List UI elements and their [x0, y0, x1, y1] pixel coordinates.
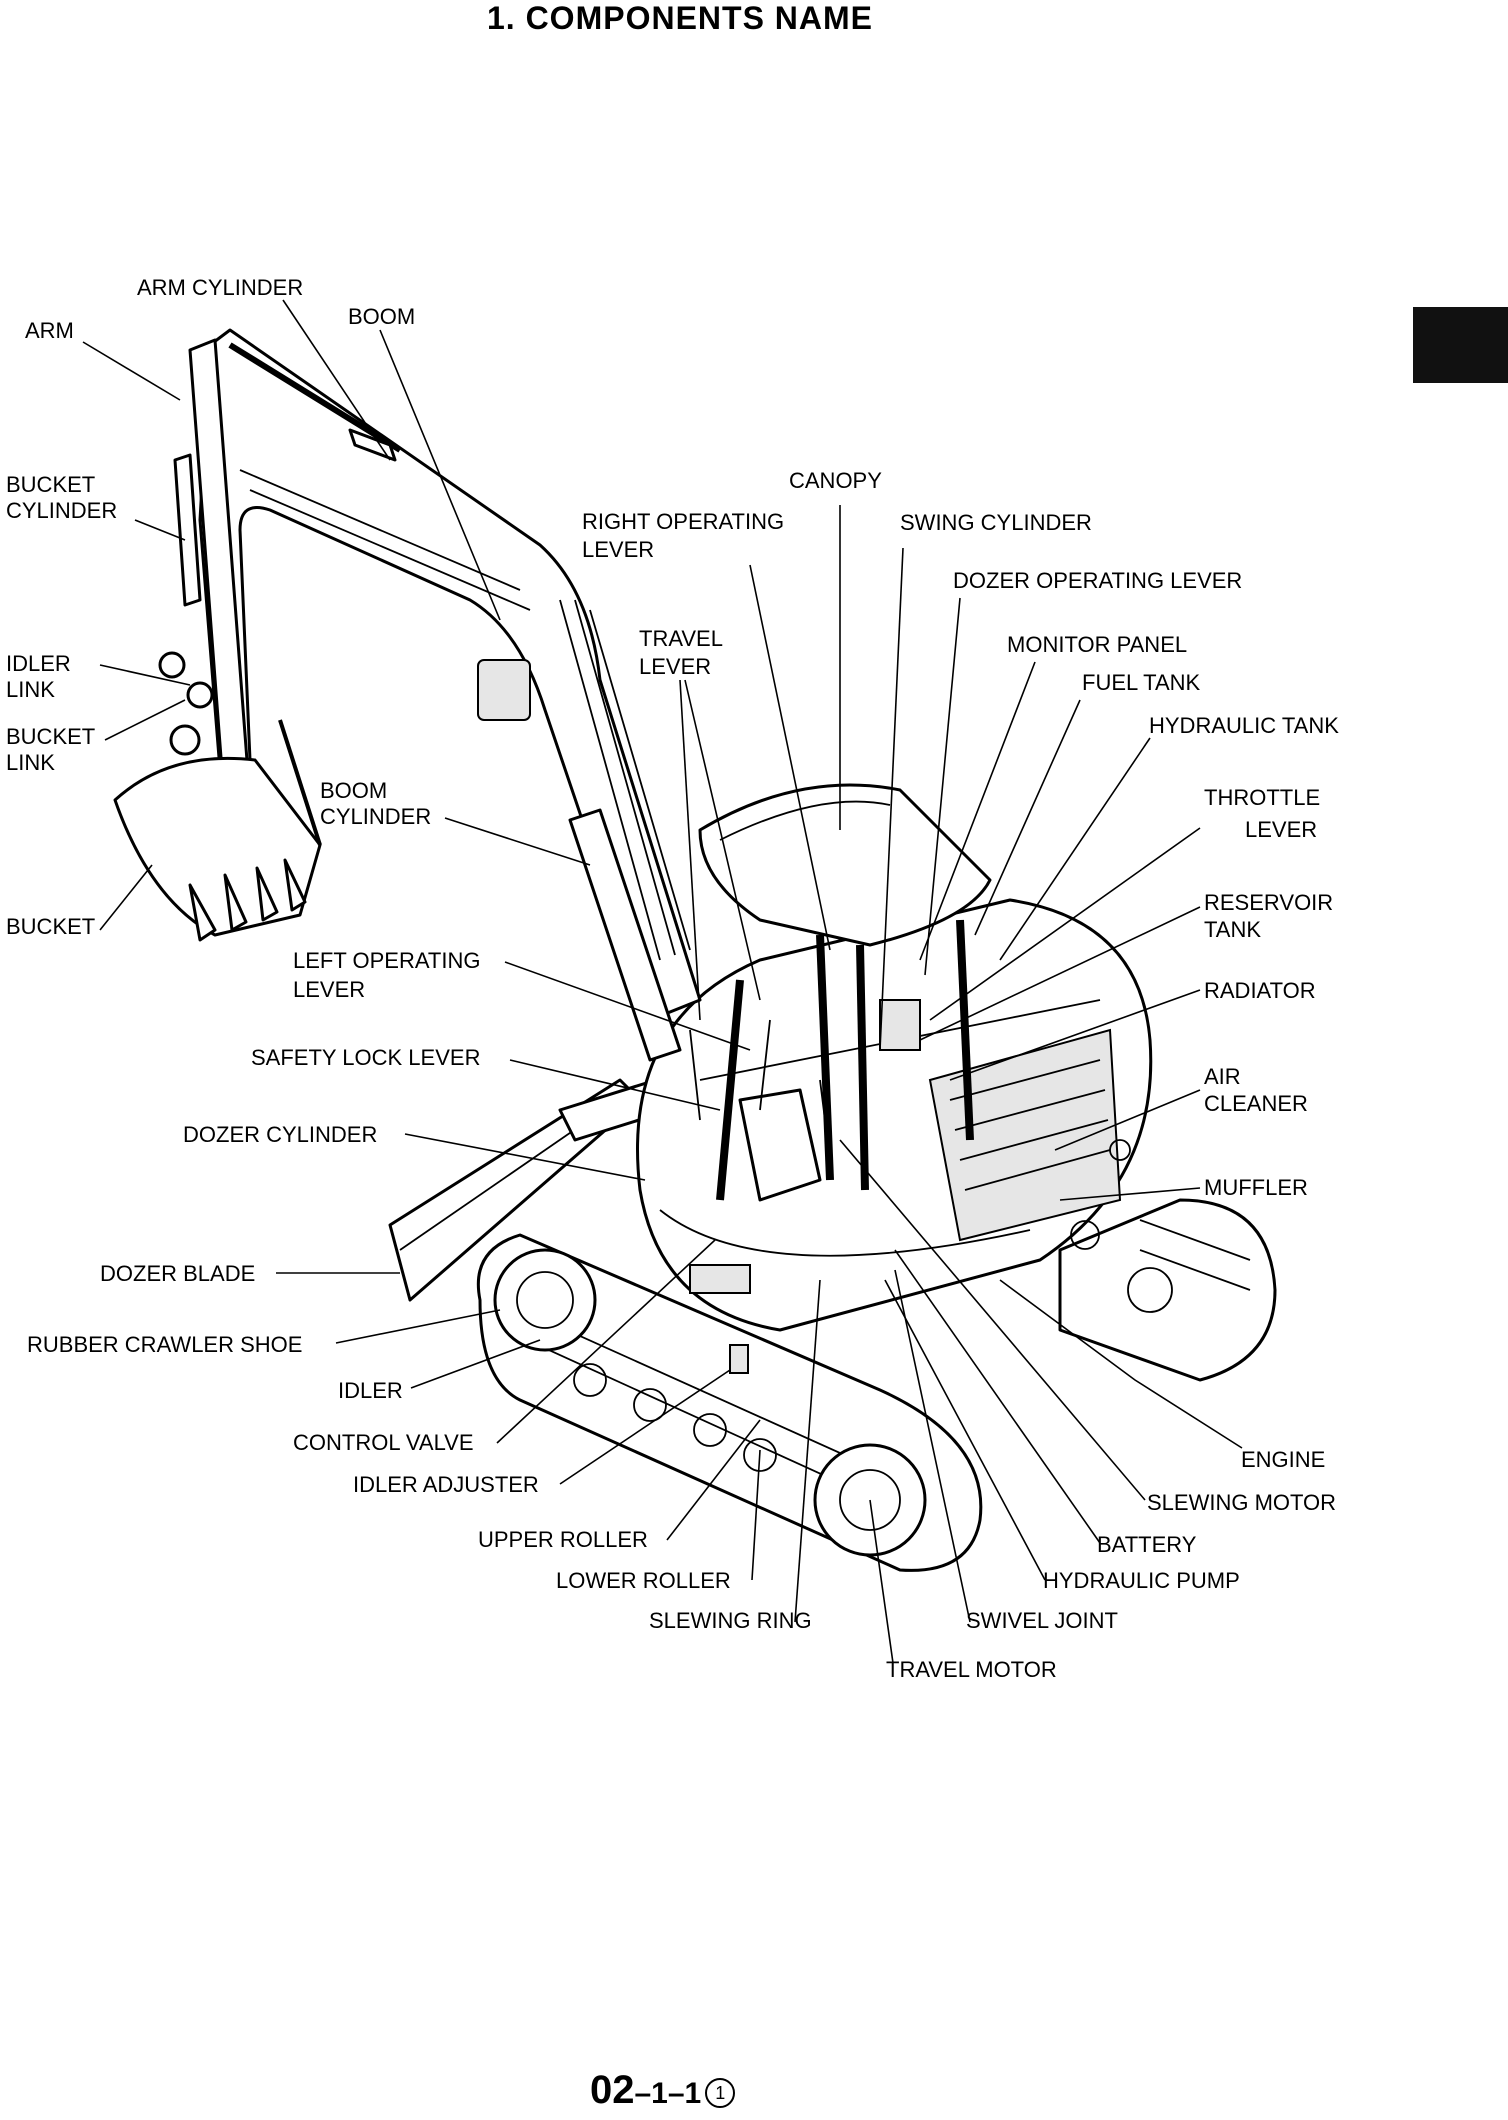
label-reservoir-tank: RESERVOIR TANK: [1204, 890, 1339, 942]
label-upper-roller: UPPER ROLLER: [478, 1527, 648, 1552]
label-boom: BOOM: [348, 304, 415, 329]
label-muffler: MUFFLER: [1204, 1175, 1308, 1200]
page-number-main: 02: [590, 2068, 635, 2112]
label-boom-cylinder: BOOM CYLINDER: [320, 778, 431, 829]
label-hydraulic-pump: HYDRAULIC PUMP: [1043, 1568, 1240, 1593]
label-slewing-ring: SLEWING RING: [649, 1608, 812, 1633]
upper-structure: [636, 898, 1153, 1332]
label-travel-motor: TRAVEL MOTOR: [886, 1657, 1057, 1682]
section-tab-marker: [1413, 307, 1508, 383]
excavator-drawing: [113, 328, 1277, 1572]
track-right: [1058, 1198, 1277, 1382]
label-monitor-panel: MONITOR PANEL: [1007, 632, 1187, 657]
label-battery: BATTERY: [1097, 1532, 1197, 1557]
bucket-drawing: [113, 719, 322, 942]
boom-cylinder-drawing: [568, 808, 682, 1062]
label-dozer-operating-lever: DOZER OPERATING LEVER: [953, 568, 1242, 593]
seat-levers: [689, 999, 921, 1202]
label-bucket-cylinder: BUCKET CYLINDER: [6, 472, 117, 523]
label-control-valve: CONTROL VALVE: [293, 1430, 474, 1455]
label-bucket-link: BUCKET LINK: [6, 724, 101, 775]
label-throttle-lever: THROTTLE LEVER: [1204, 785, 1326, 842]
bucket-cylinder-drawing: [158, 453, 214, 756]
label-rubber-crawler-shoe: RUBBER CRAWLER SHOE: [27, 1332, 302, 1357]
page-number-sub: –1–1: [634, 2077, 702, 2110]
label-arm-cylinder: ARM CYLINDER: [137, 275, 303, 300]
page-title: 1. COMPONENTS NAME: [486, 0, 874, 36]
label-lower-roller: LOWER ROLLER: [556, 1568, 731, 1593]
label-left-operating-lever: LEFT OPERATING LEVER: [293, 948, 487, 1002]
label-right-operating-lever: RIGHT OPERATING LEVER: [582, 509, 790, 562]
label-idler-link: IDLER LINK: [6, 651, 77, 702]
label-air-cleaner: AIR CLEANER: [1204, 1064, 1308, 1116]
label-arm: ARM: [25, 318, 74, 343]
label-fuel-tank: FUEL TANK: [1082, 670, 1201, 695]
boom-drawing: [198, 328, 702, 1022]
canopy-drawing: [698, 783, 992, 1201]
label-travel-lever: TRAVEL LEVER: [639, 626, 728, 679]
label-safety-lock-lever: SAFETY LOCK LEVER: [251, 1045, 480, 1070]
label-swing-cylinder: SWING CYLINDER: [900, 510, 1092, 535]
component-labels: ARM ARM CYLINDER BOOM BUCKET CYLINDER ID…: [6, 275, 1339, 1682]
label-idler-adjuster: IDLER ADJUSTER: [353, 1472, 539, 1497]
label-canopy: CANOPY: [789, 468, 882, 493]
label-radiator: RADIATOR: [1204, 978, 1316, 1003]
label-hydraulic-tank: HYDRAULIC TANK: [1149, 713, 1339, 738]
label-idler: IDLER: [338, 1378, 403, 1403]
page-number-circled: 1: [705, 2078, 736, 2108]
label-dozer-cylinder: DOZER CYLINDER: [183, 1122, 377, 1147]
leader-lines: [82, 299, 1243, 1664]
label-dozer-blade: DOZER BLADE: [100, 1261, 255, 1286]
label-slewing-motor: SLEWING MOTOR: [1147, 1490, 1336, 1515]
track-left: [476, 1233, 983, 1572]
label-bucket: BUCKET: [6, 914, 95, 939]
label-engine: ENGINE: [1241, 1447, 1325, 1472]
label-swivel-joint: SWIVEL JOINT: [966, 1608, 1118, 1633]
